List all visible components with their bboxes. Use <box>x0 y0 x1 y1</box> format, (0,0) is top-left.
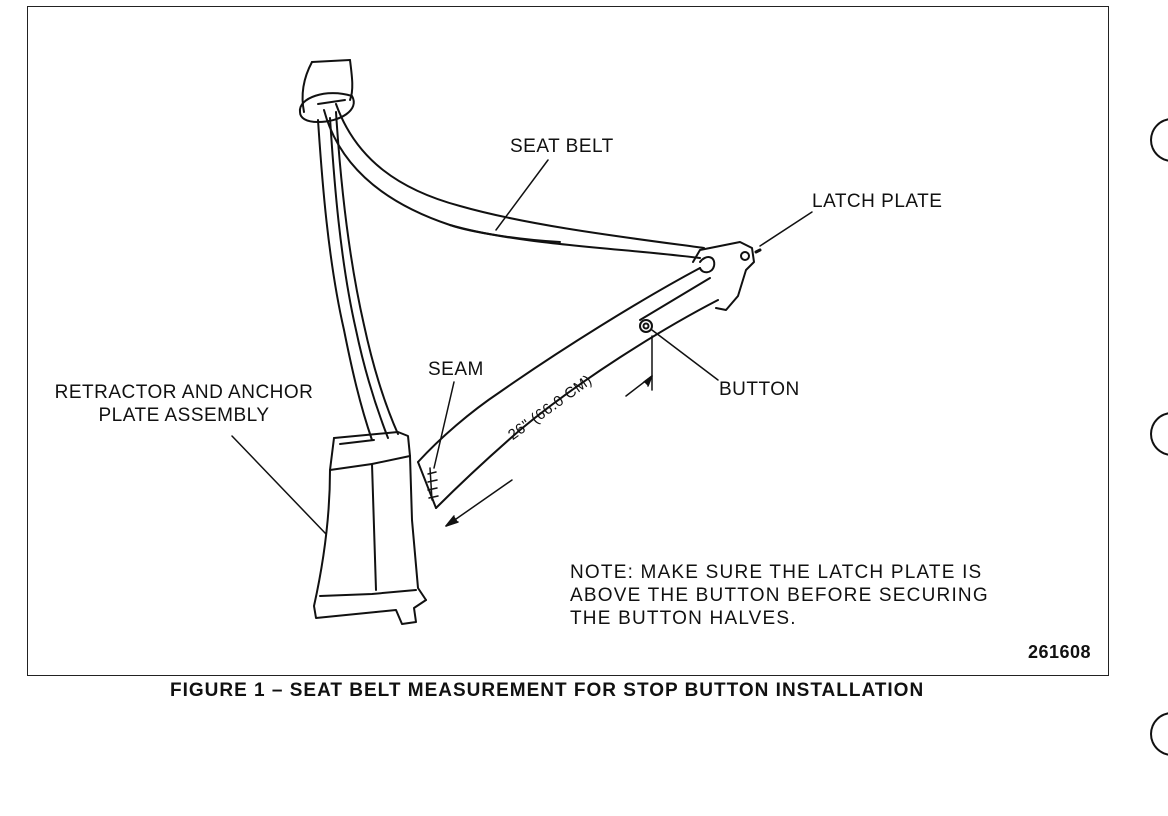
figure-id: 261608 <box>1028 642 1092 662</box>
upper-seat-belt <box>323 103 705 259</box>
lower-seat-belt <box>417 267 719 509</box>
note-line1: NOTE: MAKE SURE THE LATCH PLATE IS <box>570 562 983 583</box>
label-retractor-line2: PLATE ASSEMBLY <box>98 405 270 426</box>
upper-pillar <box>298 59 355 123</box>
label-seam: SEAM <box>428 359 484 380</box>
label-retractor-line1: RETRACTOR AND ANCHOR <box>54 382 314 403</box>
latch-plate <box>692 241 762 311</box>
vertical-belt-webbing <box>317 111 399 441</box>
leader-lines <box>231 159 813 535</box>
label-button: BUTTON <box>719 379 800 400</box>
installation-note: NOTE: MAKE SURE THE LATCH PLATE IS ABOVE… <box>570 561 989 630</box>
figure-caption: FIGURE 1 – SEAT BELT MEASUREMENT FOR STO… <box>170 680 925 701</box>
seam-marks <box>427 467 439 501</box>
figure-frame <box>27 6 1109 676</box>
note-line2: ABOVE THE BUTTON BEFORE SECURING <box>570 585 989 606</box>
label-latch-plate: LATCH PLATE <box>812 191 943 212</box>
label-seat-belt: SEAT BELT <box>510 136 614 157</box>
retractor-assembly <box>313 431 427 625</box>
note-line3: THE BUTTON HALVES. <box>570 608 797 629</box>
label-retractor-assembly: RETRACTOR AND ANCHOR PLATE ASSEMBLY <box>38 381 330 427</box>
stop-button-drawing <box>639 319 653 333</box>
measurement-dimension <box>445 335 653 527</box>
